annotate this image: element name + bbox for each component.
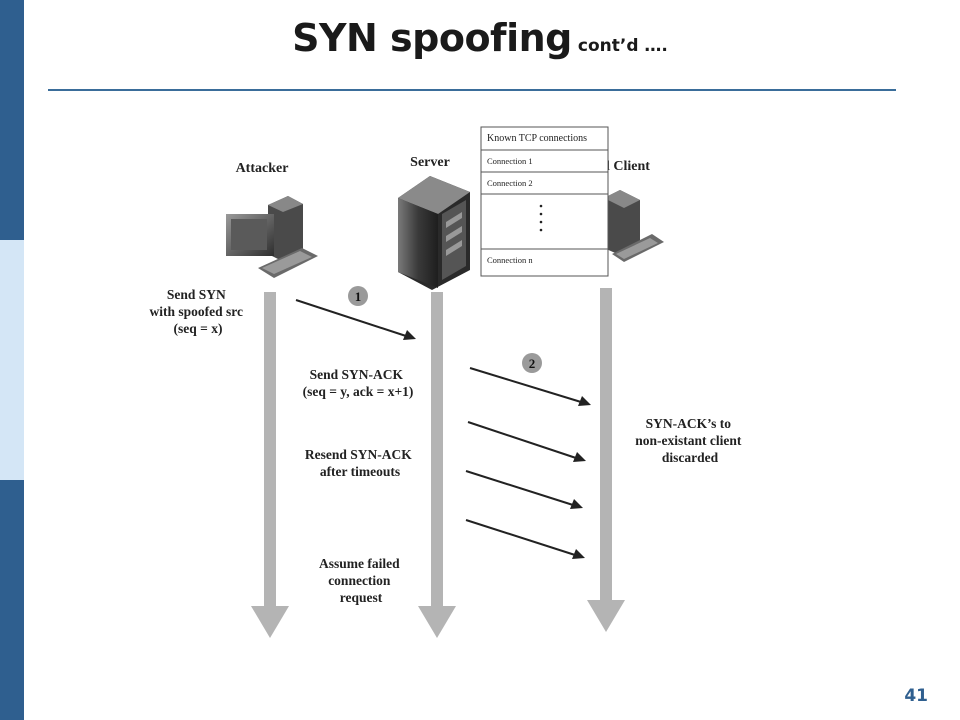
arrow-resend-3 (465, 519, 585, 559)
label-line: non-existant client (635, 433, 742, 448)
label-line: Resend SYN-ACK (305, 447, 412, 462)
label-line: (seq = y, ack = x+1) (303, 384, 414, 399)
actor-client: l Client (606, 159, 650, 174)
label-send-synack: Send SYN-ACK (seq = y, ack = x+1) (303, 367, 414, 399)
sidebar-segment-top (0, 0, 24, 240)
label-resend: Resend SYN-ACK after timeouts (305, 447, 415, 479)
label-assume-failed: Assume failed connection request (319, 556, 403, 605)
actor-server: Server (410, 155, 450, 170)
step-number: 1 (355, 289, 362, 304)
table-row: Connection 1 (487, 156, 533, 166)
label-line: (seq = x) (174, 321, 223, 336)
table-row: Connection 2 (487, 178, 533, 188)
sidebar-stripe (0, 0, 24, 720)
sidebar-segment-bottom (0, 480, 24, 720)
label-line: request (340, 590, 383, 605)
client-computer-icon (604, 190, 664, 262)
server-icon (398, 176, 470, 290)
label-line: connection (328, 573, 391, 588)
label-send-syn: Send SYN with spoofed src (seq = x) (150, 287, 247, 336)
lifeline-client (587, 288, 625, 632)
arrow-resend-2 (465, 470, 583, 509)
sidebar-segment-middle (0, 240, 24, 480)
table-header: Known TCP connections (487, 133, 587, 144)
actor-attacker: Attacker (236, 161, 289, 176)
label-line: Assume failed (319, 556, 400, 571)
title-rule (48, 89, 896, 91)
title-suffix: cont’d …. (577, 36, 668, 56)
label-line: with spoofed src (150, 304, 244, 319)
step-number: 2 (529, 356, 536, 371)
title-main: SYN spoofing (292, 16, 572, 60)
arrow-resend-1 (467, 421, 586, 462)
arrow-syn (295, 299, 416, 340)
label-line: Send SYN-ACK (310, 367, 404, 382)
attacker-computer-icon (226, 196, 318, 278)
label-discarded: SYN-ACK’s to non-existant client discard… (635, 416, 745, 465)
step-marker-1: 1 (348, 286, 368, 306)
lifeline-attacker (251, 292, 289, 638)
label-line: Send SYN (167, 287, 226, 302)
label-line: after timeouts (320, 464, 400, 479)
label-line: discarded (662, 450, 719, 465)
arrow-synack (469, 367, 591, 406)
step-marker-2: 2 (522, 353, 542, 373)
table-row: Connection n (487, 255, 533, 265)
table-ellipsis (539, 204, 543, 232)
page-number: 41 (904, 686, 928, 706)
lifeline-server (418, 292, 456, 638)
connections-table: Known TCP connections Connection 1 Conne… (480, 126, 609, 277)
label-line: SYN-ACK’s to (646, 416, 732, 431)
